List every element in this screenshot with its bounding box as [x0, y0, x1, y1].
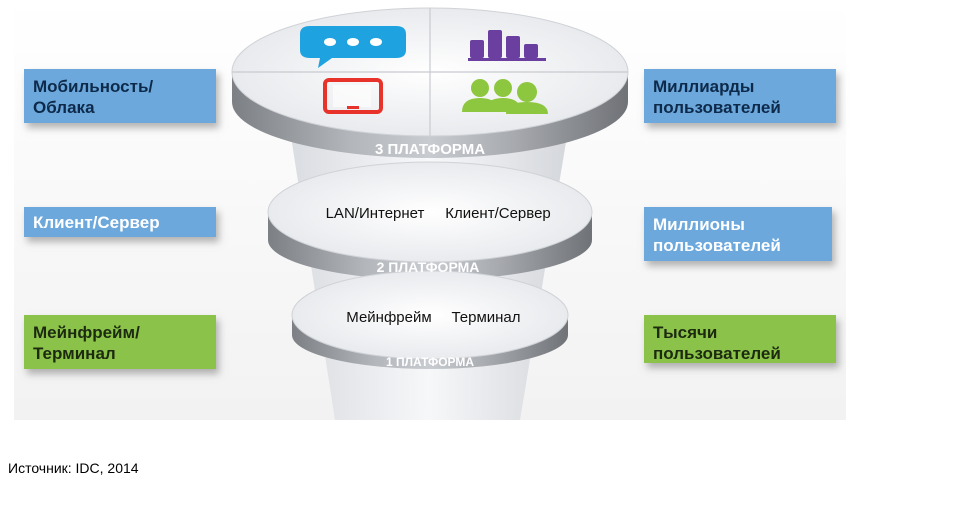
platform-1-disc: [291, 270, 569, 369]
bar-chart-icon: [468, 30, 546, 61]
left-label-line: Мобильность/: [33, 77, 154, 96]
right-label-line: Миллионы: [653, 215, 745, 234]
source-caption: Источник: IDC, 2014: [8, 460, 139, 476]
left-label-mainframe-terminal: Мейнфрейм/ Терминал: [24, 315, 216, 369]
left-label-line: Клиент/Сервер: [33, 213, 160, 232]
platform-1-item-mainframe: Мейнфрейм: [346, 309, 431, 326]
platform-3-disc: [231, 7, 629, 158]
chat-bubble-icon: [300, 26, 406, 68]
right-label-line: Миллиарды: [653, 77, 755, 96]
platform-1-label: 1 ПЛАТФОРМА: [386, 355, 474, 369]
right-label-line: пользователей: [653, 98, 781, 117]
platform-2-disc: [267, 161, 593, 280]
right-label-millions-users: Миллионы пользователей: [644, 207, 832, 261]
right-label-line: Тысячи: [653, 323, 718, 342]
right-label-billions-users: Миллиарды пользователей: [644, 69, 836, 123]
right-label-thousands-users: Тысячи пользователей: [644, 315, 836, 363]
left-label-mobility-cloud: Мобильность/ Облака: [24, 69, 216, 123]
platform-2-item-lan: LAN/Интернет: [326, 205, 425, 222]
platform-2-item-client-server: Клиент/Сервер: [445, 205, 551, 222]
tablet-icon: [323, 78, 383, 114]
left-label-client-server: Клиент/Сервер: [24, 207, 216, 237]
left-label-line: Облака: [33, 98, 95, 117]
users-icon: [462, 79, 548, 114]
left-label-line: Терминал: [33, 344, 116, 363]
right-label-line: пользователей: [653, 236, 781, 255]
platform-2-label: 2 ПЛАТФОРМА: [377, 259, 480, 275]
right-label-line: пользователей: [653, 344, 781, 363]
platform-1-item-terminal: Терминал: [451, 309, 520, 326]
platform-3-label: 3 ПЛАТФОРМА: [375, 141, 485, 158]
left-label-line: Мейнфрейм/: [33, 323, 140, 342]
